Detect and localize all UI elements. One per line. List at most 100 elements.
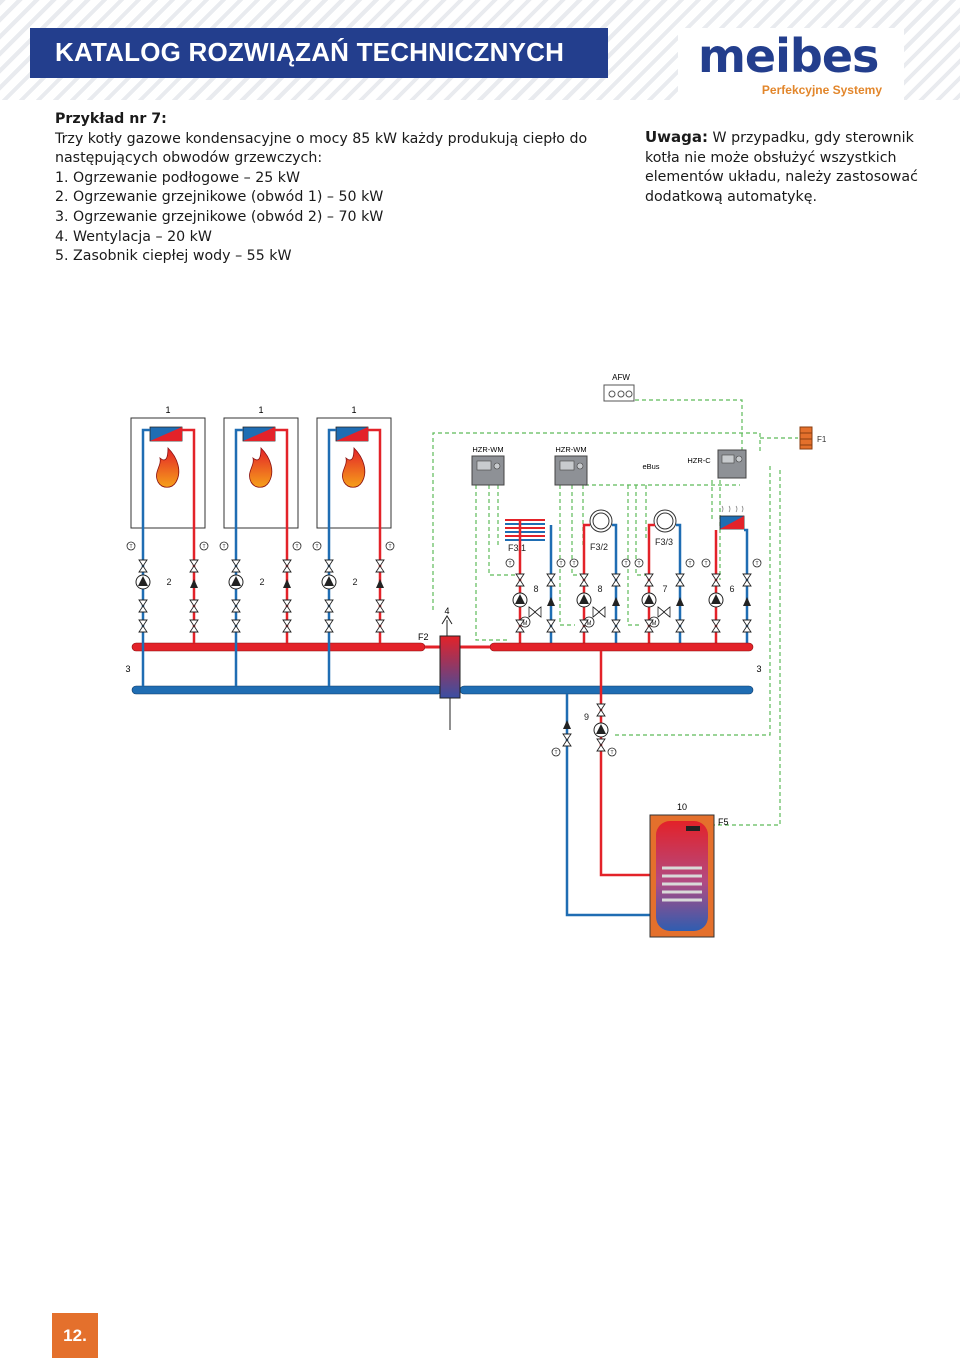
check-valve-icon bbox=[190, 579, 198, 588]
thermometer-label: T bbox=[704, 561, 707, 567]
thermometer-icon bbox=[621, 558, 631, 568]
thermometer-icon bbox=[569, 558, 579, 568]
circuit-pump-label: 7 bbox=[662, 584, 667, 594]
thermometer-label: T bbox=[755, 561, 758, 567]
motor-label: M bbox=[587, 621, 592, 627]
thermometer-label: T bbox=[202, 544, 205, 550]
circuit-pump-label: 8 bbox=[533, 584, 538, 594]
thermometer-label: T bbox=[295, 544, 298, 550]
thermometer-label: T bbox=[129, 544, 132, 550]
circuit-pump-label: 8 bbox=[597, 584, 602, 594]
check-valve-icon bbox=[612, 597, 620, 606]
boiler-1: 1 bbox=[130, 405, 206, 545]
check-valve-icon bbox=[676, 597, 684, 606]
control-wiring bbox=[432, 399, 798, 826]
note-block: Uwaga: W przypadku, gdy sterownik kotła … bbox=[645, 128, 925, 207]
logo-tagline: Perfekcyjne Systemy bbox=[761, 83, 882, 97]
shutoff-valve-icon bbox=[675, 619, 685, 633]
circuit-item: 4. Wentylacja – 20 kW bbox=[55, 228, 212, 245]
f31-label: F3/1 bbox=[508, 543, 526, 553]
controller-hzr-c: HZR-C bbox=[687, 449, 747, 479]
f2-label: F2 bbox=[418, 632, 429, 642]
hydraulic-schematic: AFW F1 1 1 1 bbox=[125, 373, 827, 938]
motor-label: M bbox=[652, 621, 657, 627]
thermometer-icon bbox=[292, 541, 302, 551]
example-description: Przykład nr 7: Trzy kotły gazowe kondens… bbox=[55, 110, 615, 267]
pump-arrow-icon bbox=[644, 594, 654, 604]
pump-arrow-icon bbox=[596, 724, 606, 734]
shutoff-valve-icon bbox=[644, 573, 654, 587]
f1-label: F1 bbox=[817, 435, 827, 444]
check-valve-icon bbox=[376, 579, 384, 588]
meibes-logo: meibes Perfekcyjne Systemy bbox=[678, 28, 904, 100]
pump-arrow-icon bbox=[711, 594, 721, 604]
shutoff-valve-icon bbox=[138, 559, 148, 573]
thermometer-icon bbox=[199, 541, 209, 551]
thermometer-label: T bbox=[222, 544, 225, 550]
pump-arrow-icon bbox=[138, 576, 148, 586]
circuit-pipes bbox=[518, 520, 749, 645]
boiler-number: 1 bbox=[165, 405, 170, 415]
afw-label: AFW bbox=[612, 373, 630, 382]
thermometer-icon bbox=[752, 558, 762, 568]
circuit-pump-label: 6 bbox=[729, 584, 734, 594]
shutoff-valve-icon bbox=[324, 559, 334, 573]
header-label-left: 3 bbox=[125, 664, 130, 674]
thermometer-label: T bbox=[624, 561, 627, 567]
separator-label: 4 bbox=[444, 606, 449, 616]
shutoff-valve-icon bbox=[138, 599, 148, 613]
pump-arrow-icon bbox=[231, 576, 241, 586]
dhw-pump-label: 9 bbox=[584, 712, 589, 722]
shutoff-valve-icon bbox=[231, 559, 241, 573]
circuit-list: 1. Ogrzewanie podłogowe – 25 kW 2. Ogrze… bbox=[55, 169, 615, 267]
shutoff-valve-icon bbox=[562, 733, 572, 747]
shutoff-valve-icon bbox=[189, 619, 199, 633]
shutoff-valve-icon bbox=[189, 559, 199, 573]
valve-body-icon bbox=[528, 606, 542, 618]
thermometer-label: T bbox=[388, 544, 391, 550]
thermometer-icon bbox=[556, 558, 566, 568]
shutoff-valve-icon bbox=[282, 619, 292, 633]
boiler-pump-label: 2 bbox=[259, 577, 264, 587]
shutoff-valve-icon bbox=[189, 599, 199, 613]
thermometer-icon bbox=[219, 541, 229, 551]
thermometer-icon bbox=[505, 558, 515, 568]
thermometer-label: T bbox=[688, 561, 691, 567]
underfloor-heating-loop: F3/1 bbox=[505, 519, 545, 553]
shutoff-valve-icon bbox=[231, 619, 241, 633]
page-number: 12. bbox=[52, 1313, 98, 1358]
note-label: Uwaga: bbox=[645, 128, 709, 146]
header-label-right: 3 bbox=[756, 664, 761, 674]
thermometer-icon bbox=[685, 558, 695, 568]
thermometer-icon bbox=[551, 747, 561, 757]
pump-arrow-icon bbox=[579, 594, 589, 604]
check-valve-icon bbox=[547, 597, 555, 606]
note-text: W przypadku, gdy sterownik kotła nie moż… bbox=[645, 130, 918, 205]
boiler-number: 1 bbox=[351, 405, 356, 415]
boiler-3: 1 bbox=[316, 405, 392, 545]
circuit-item: 2. Ogrzewanie grzejnikowe (obwód 1) – 50… bbox=[55, 189, 384, 206]
thermometer-icon bbox=[385, 541, 395, 551]
logo-wordmark: meibes bbox=[698, 29, 879, 83]
thermometer-icon bbox=[701, 558, 711, 568]
shutoff-valve-icon bbox=[611, 619, 621, 633]
valve-body-icon bbox=[592, 606, 606, 618]
thermometer-label: T bbox=[637, 561, 640, 567]
f5-label: F5 bbox=[718, 817, 729, 827]
thermometer-icon bbox=[634, 558, 644, 568]
shutoff-valve-icon bbox=[596, 738, 606, 752]
shutoff-valve-icon bbox=[375, 559, 385, 573]
boiler-pump-label: 2 bbox=[166, 577, 171, 587]
thermometer-label: T bbox=[559, 561, 562, 567]
shutoff-valve-icon bbox=[711, 573, 721, 587]
shutoff-valve-icon bbox=[375, 599, 385, 613]
pump-arrow-icon bbox=[324, 576, 334, 586]
catalog-title-bar: KATALOG ROZWIĄZAŃ TECHNICZNYCH bbox=[30, 28, 608, 78]
shutoff-valve-icon bbox=[515, 619, 525, 633]
shutoff-valve-icon bbox=[675, 573, 685, 587]
shutoff-valve-icon bbox=[282, 599, 292, 613]
catalog-title: KATALOG ROZWIĄZAŃ TECHNICZNYCH bbox=[55, 37, 565, 67]
sensor-f1: F1 bbox=[799, 426, 827, 450]
shutoff-valve-icon bbox=[546, 619, 556, 633]
controller-hzr-wm-1: HZR-WM bbox=[471, 445, 505, 486]
